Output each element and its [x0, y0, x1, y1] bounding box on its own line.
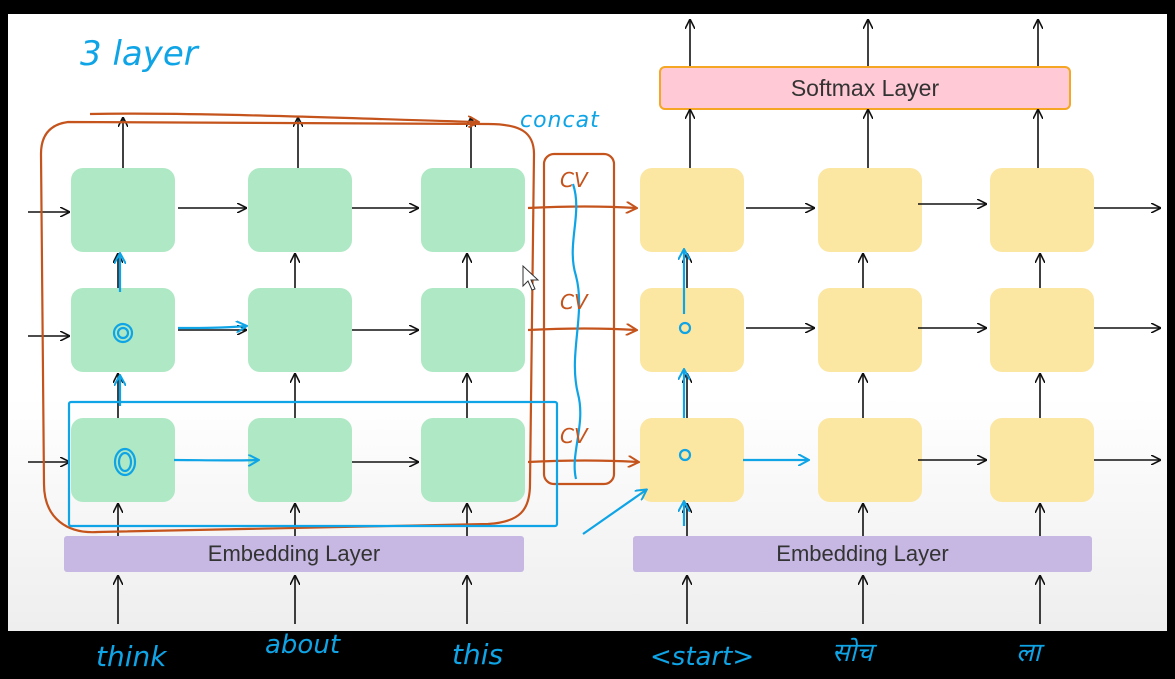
black-arrows: [28, 20, 1160, 624]
context-vector-label-l2: CV: [560, 290, 588, 314]
decoder-cell-l2-t1: [640, 288, 744, 372]
layer-count-note: 3 layer: [80, 34, 198, 74]
encoder-input-word-2: about: [265, 630, 341, 660]
encoder-cell-l3-t3: [421, 168, 525, 252]
context-vector-label-l1: CV: [560, 424, 588, 448]
decoder-cell-l2-t3: [990, 288, 1094, 372]
encoder-cell-l3-t1: [71, 168, 175, 252]
decoder-input-word-1: <start>: [650, 642, 755, 672]
encoder-cell-l1-t2: [248, 418, 352, 502]
encoder-cell-l2-t1: [71, 288, 175, 372]
decoder-cell-l3-t2: [818, 168, 922, 252]
encoder-cell-l2-t2: [248, 288, 352, 372]
encoder-cell-l1-t1: [71, 418, 175, 502]
decoder-cell-l1-t1: [640, 418, 744, 502]
whiteboard: Embedding Layer Embedding Layer Softmax …: [8, 14, 1167, 631]
softmax-layer: Softmax Layer: [659, 66, 1071, 110]
encoder-input-word-3: this: [452, 638, 504, 671]
decoder-cell-l3-t1: [640, 168, 744, 252]
decoder-cell-l2-t2: [818, 288, 922, 372]
encoder-cell-l1-t3: [421, 418, 525, 502]
mouse-cursor-icon: [522, 264, 540, 291]
encoder-cell-l3-t2: [248, 168, 352, 252]
blue-ink: [67, 183, 808, 535]
orange-ink: [39, 112, 638, 534]
encoder-input-word-1: think: [96, 640, 167, 673]
arrow-overlay: [28, 14, 1167, 624]
encoder-embedding-layer: Embedding Layer: [64, 536, 524, 572]
decoder-embedding-layer: Embedding Layer: [633, 536, 1092, 572]
decoder-cell-l1-t3: [990, 418, 1094, 502]
decoder-cell-l1-t2: [818, 418, 922, 502]
decoder-input-word-2: सोच: [832, 638, 873, 668]
decoder-cell-l3-t3: [990, 168, 1094, 252]
context-vector-label-l3: CV: [560, 168, 588, 192]
decoder-input-word-3: ला: [1016, 638, 1041, 668]
concat-note: concat: [520, 108, 600, 133]
encoder-cell-l2-t3: [421, 288, 525, 372]
